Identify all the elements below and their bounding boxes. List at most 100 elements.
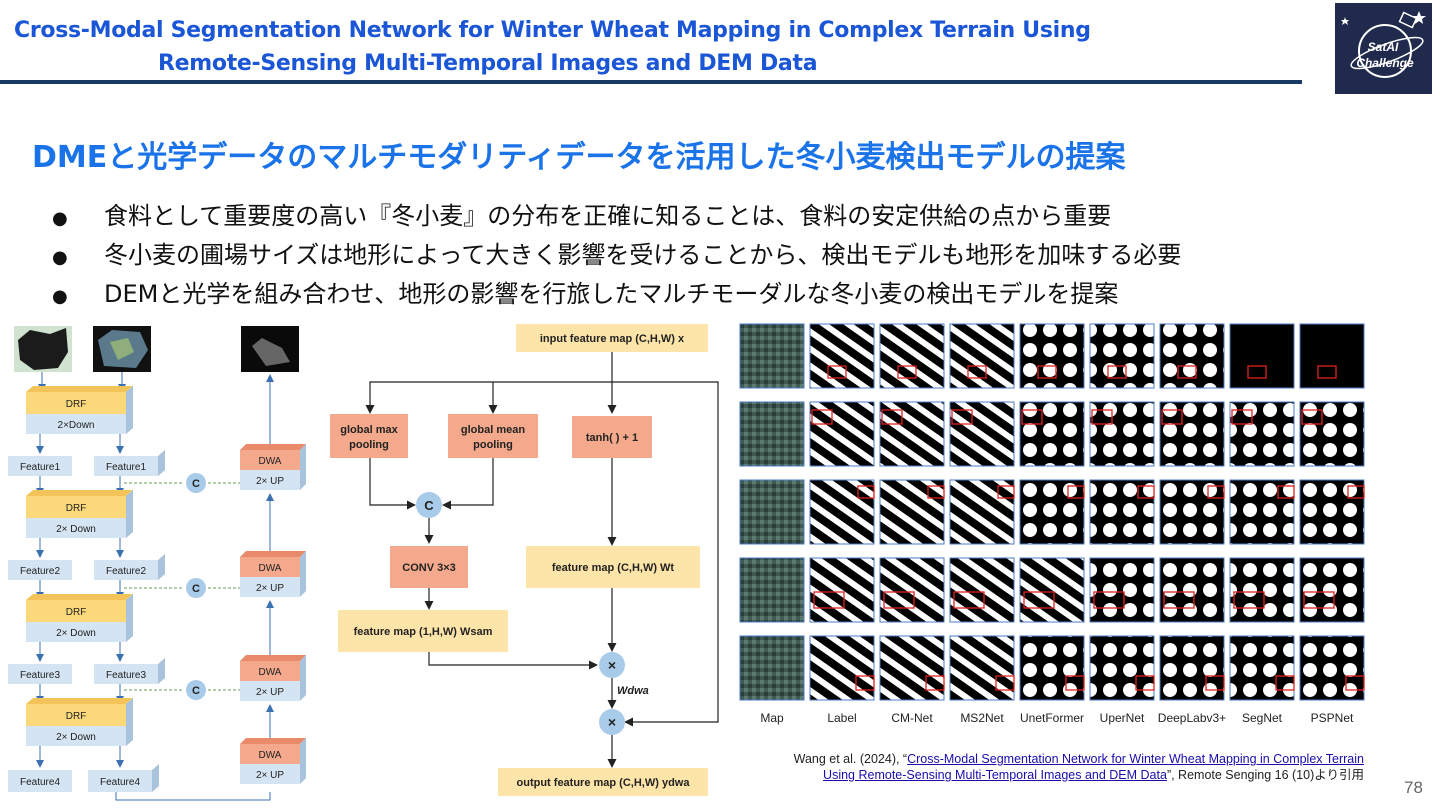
conv-label: CONV 3×3 (402, 562, 456, 574)
bullet-item: ●食料として重要度の高い『冬小麦』の分布を正確に知ることは、食料の安定供給の点か… (52, 198, 1181, 237)
result-tile (809, 557, 875, 623)
result-tile (1019, 635, 1085, 701)
satai-challenge-logo: SatAI Challenge (1335, 3, 1432, 94)
architecture-diagram: DRF 2×Down Feature1 Feature1 DRF 2× Down… (8, 326, 306, 801)
dwa-label: DWA (259, 667, 282, 678)
dwa-block-1: DWA 2× UP (240, 444, 306, 490)
global-max-pooling-box (330, 414, 408, 458)
result-tile (739, 323, 805, 389)
result-tile (1019, 557, 1085, 623)
result-tile (1159, 479, 1225, 545)
feature-right-1: Feature1 (106, 462, 146, 473)
result-tile (1159, 401, 1225, 467)
bullet-text: 冬小麦の圃場サイズは地形によって大きく影響を受けることから、検出モデルも地形を加… (104, 241, 1182, 269)
result-tile (1299, 557, 1365, 623)
result-tile (1089, 557, 1155, 623)
result-tile (949, 557, 1015, 623)
feature-right-2: Feature2 (106, 566, 146, 577)
feature-left-1: Feature1 (20, 462, 60, 473)
multiply-circle-1: × (608, 657, 616, 673)
citation-link[interactable]: Cross-Modal Segmentation Network for Win… (823, 752, 1364, 782)
bullet-list: ● 食料として重要度の高い『冬小麦』の分布を正確に知ることは、食料の安定供給の点か… (52, 198, 1181, 315)
conv-box (390, 546, 468, 588)
result-tile (949, 323, 1015, 389)
result-tile (1019, 401, 1085, 467)
feature-map-wt-box (526, 546, 700, 588)
dwa-block-2: DWA 2× UP (240, 551, 306, 597)
drf-block-3: DRF 2× Down (26, 594, 133, 642)
down-label: 2× Down (56, 524, 96, 535)
slide-title-line1: Cross-Modal Segmentation Network for Win… (14, 18, 1091, 43)
result-tile (739, 401, 805, 467)
result-tile (1299, 323, 1365, 389)
column-label-segnet: SegNet (1242, 711, 1283, 725)
citation-prefix: Wang et al. (2024), “ (793, 752, 908, 766)
output-feature-map-box (498, 768, 708, 796)
column-label-upernet: UperNet (1100, 711, 1145, 725)
feature-map-wsam-box (338, 610, 508, 652)
citation-link-line1: Cross-Modal Segmentation Network for Win… (907, 752, 1364, 766)
result-tile (1089, 323, 1155, 389)
bullet-dot-icon: ● (52, 247, 68, 268)
result-tile (949, 479, 1015, 545)
result-tile (879, 479, 945, 545)
results-grid: Map Label CM-Net MS2Net UnetFormer UperN… (739, 323, 1365, 725)
result-tile (1229, 557, 1295, 623)
column-label-unetformer: UnetFormer (1020, 711, 1084, 725)
column-label-map: Map (760, 711, 784, 725)
global-mean-label-1: global mean (461, 424, 525, 436)
result-tile (1229, 635, 1295, 701)
down-label: 2× Down (56, 732, 96, 743)
result-tile (809, 401, 875, 467)
result-tile (1089, 635, 1155, 701)
citation-link-line2: Using Remote-Sensing Multi-Temporal Imag… (823, 768, 1167, 782)
result-tile (1299, 635, 1365, 701)
result-tile (1159, 323, 1225, 389)
result-tile (1229, 401, 1295, 467)
wdwa-label: Wdwa (617, 685, 649, 697)
column-label-deeplabv3: DeepLabv3+ (1158, 711, 1226, 725)
result-tile (1229, 479, 1295, 545)
feature-left-3: Feature3 (20, 670, 60, 681)
bullet-text: DEMと光学を組み合わせ、地形の影響を行旅したマルチモーダルな冬小麦の検出モデル… (104, 280, 1119, 308)
up-label: 2× UP (256, 770, 284, 781)
slide-title-line2: Remote-Sensing Multi-Temporal Images and… (158, 51, 818, 76)
drf-block-2: DRF 2× Down (26, 490, 133, 538)
drf-label: DRF (66, 711, 87, 722)
global-mean-label-2: pooling (473, 439, 513, 451)
tanh-box (572, 416, 652, 458)
bullet-item: ● 冬小麦の圃場サイズは地形によって大きく影響を受けることから、検出モデルも地形を… (52, 237, 1181, 276)
result-tile (879, 323, 945, 389)
drf-label: DRF (66, 503, 87, 514)
result-tile (1019, 323, 1085, 389)
result-tile (739, 635, 805, 701)
result-tile (1299, 401, 1365, 467)
concat-circle-3: C (192, 685, 200, 697)
page-number: 78 (1404, 778, 1423, 797)
bullet-text: 食料として重要度の高い『冬小麦』の分布を正確に知ることは、食料の安定供給の点から… (104, 202, 1112, 230)
input-feature-map-box (516, 324, 708, 352)
result-tile (949, 635, 1015, 701)
global-max-label-2: pooling (349, 439, 389, 451)
feature-map-wsam-label: feature map (1,H,W) Wsam (354, 626, 493, 638)
result-tile (809, 635, 875, 701)
multiply-circle-2: × (608, 714, 616, 730)
down-label: 2×Down (58, 420, 95, 431)
citation-suffix: ”, Remote Senging 16 (10)より引用 (1166, 768, 1364, 782)
drf-label: DRF (66, 607, 87, 618)
column-label-cm-net: CM-Net (891, 711, 933, 725)
dwa-label: DWA (259, 750, 282, 761)
concat-circle: C (424, 498, 434, 513)
result-tile (879, 557, 945, 623)
result-tile (879, 401, 945, 467)
dwa-module-diagram: input feature map (C,H,W) x global max p… (330, 324, 719, 796)
result-tile (739, 479, 805, 545)
result-tile (1299, 479, 1365, 545)
dwa-block-3: DWA 2× UP (240, 655, 306, 701)
result-tile (809, 323, 875, 389)
output-feature-map-label: output feature map (C,H,W) ydwa (517, 777, 691, 789)
global-mean-pooling-box (448, 414, 538, 458)
up-label: 2× UP (256, 476, 284, 487)
down-label: 2× Down (56, 628, 96, 639)
result-tile (949, 401, 1015, 467)
